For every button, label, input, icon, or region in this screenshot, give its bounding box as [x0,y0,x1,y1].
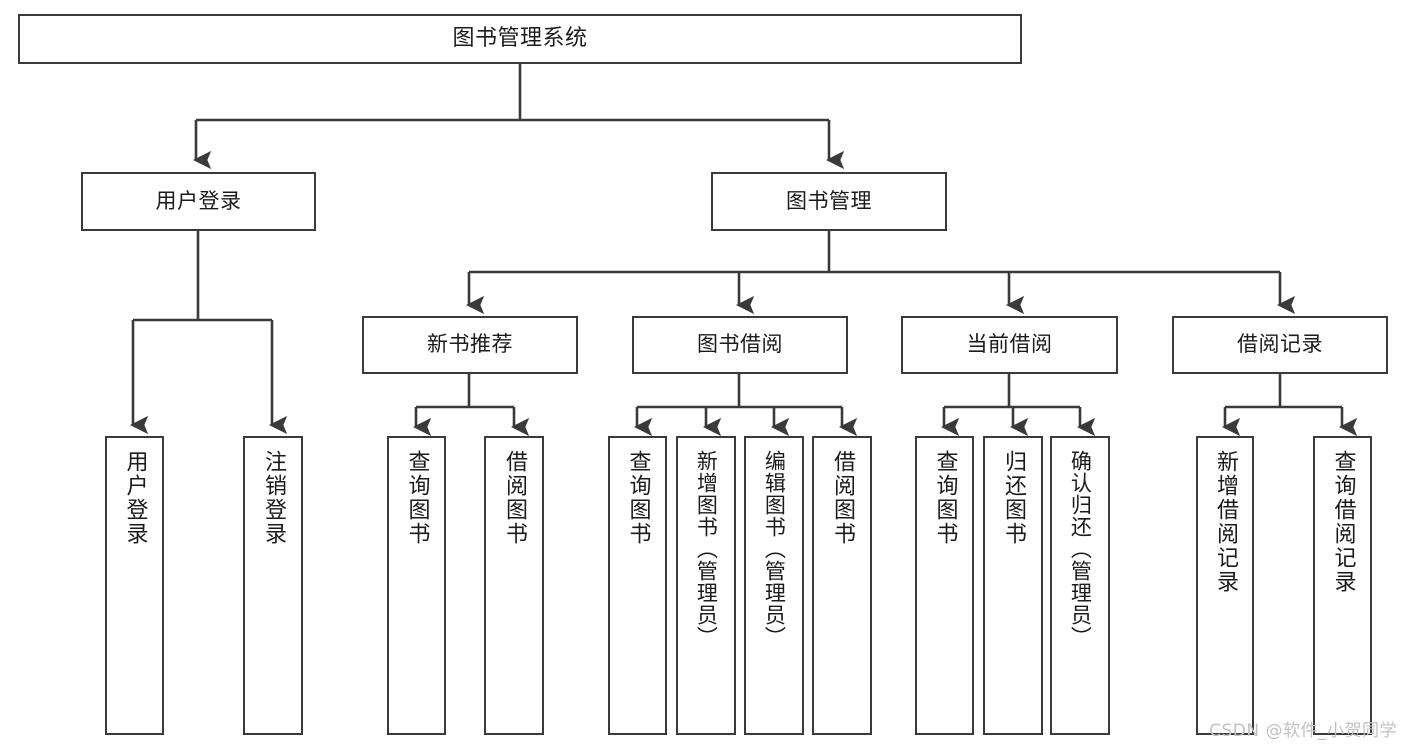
node-leaf-query-borrow-record[interactable]: 查询借阅记录 [1313,436,1372,735]
node-leaf-label: 查询图书 [625,450,651,546]
node-root[interactable]: 图书管理系统 [18,14,1022,64]
node-new-book-recommendation-label: 新书推荐 [427,332,513,357]
node-leaf-label: 归还图书 [1000,450,1026,546]
node-borrowing-record[interactable]: 借阅记录 [1172,316,1388,374]
node-leaf-borrow-book[interactable]: 借阅图书 [812,436,872,735]
node-new-book-recommendation[interactable]: 新书推荐 [362,316,578,374]
node-leaf-label: 查询借阅记录 [1330,450,1356,594]
node-book-management-label: 图书管理 [786,188,872,213]
node-leaf-label: 查询图书 [404,450,430,546]
node-book-borrowing[interactable]: 图书借阅 [632,316,848,374]
node-borrowing-record-label: 借阅记录 [1237,332,1323,357]
node-leaf-label: 用户登录 [122,450,148,546]
node-current-borrowing[interactable]: 当前借阅 [901,316,1118,374]
node-current-borrowing-label: 当前借阅 [966,332,1053,357]
node-leaf-label: 新增图书（管理员） [694,450,719,648]
node-leaf-query-book-borrow[interactable]: 查询图书 [608,436,667,735]
node-leaf-label: 查询图书 [932,450,958,546]
node-leaf-user-login[interactable]: 用户登录 [105,436,164,735]
node-leaf-add-borrow-record[interactable]: 新增借阅记录 [1196,436,1254,735]
node-leaf-edit-book-admin[interactable]: 编辑图书（管理员） [744,436,804,735]
node-leaf-label: 确认归还（管理员） [1068,450,1093,648]
node-leaf-add-book-admin[interactable]: 新增图书（管理员） [676,436,736,735]
node-root-label: 图书管理系统 [452,25,588,51]
node-leaf-query-book-rec[interactable]: 查询图书 [387,436,446,735]
node-user-login[interactable]: 用户登录 [81,172,316,231]
watermark: CSDN @软件_小贺同学 [1209,721,1397,741]
node-leaf-borrow-book-rec[interactable]: 借阅图书 [484,436,544,735]
node-leaf-confirm-return-admin[interactable]: 确认归还（管理员） [1050,436,1110,735]
node-leaf-label: 新增借阅记录 [1212,450,1238,594]
node-leaf-logout[interactable]: 注销登录 [243,436,303,735]
node-user-login-label: 用户登录 [155,188,242,213]
node-leaf-label: 编辑图书（管理员） [762,450,787,648]
node-leaf-label: 借阅图书 [829,450,855,546]
node-book-borrowing-label: 图书借阅 [697,332,783,357]
node-leaf-label: 借阅图书 [501,450,527,546]
node-leaf-label: 注销登录 [260,450,286,546]
node-book-management[interactable]: 图书管理 [711,172,947,231]
node-leaf-return-book[interactable]: 归还图书 [983,436,1043,735]
node-leaf-query-book-current[interactable]: 查询图书 [915,436,974,735]
